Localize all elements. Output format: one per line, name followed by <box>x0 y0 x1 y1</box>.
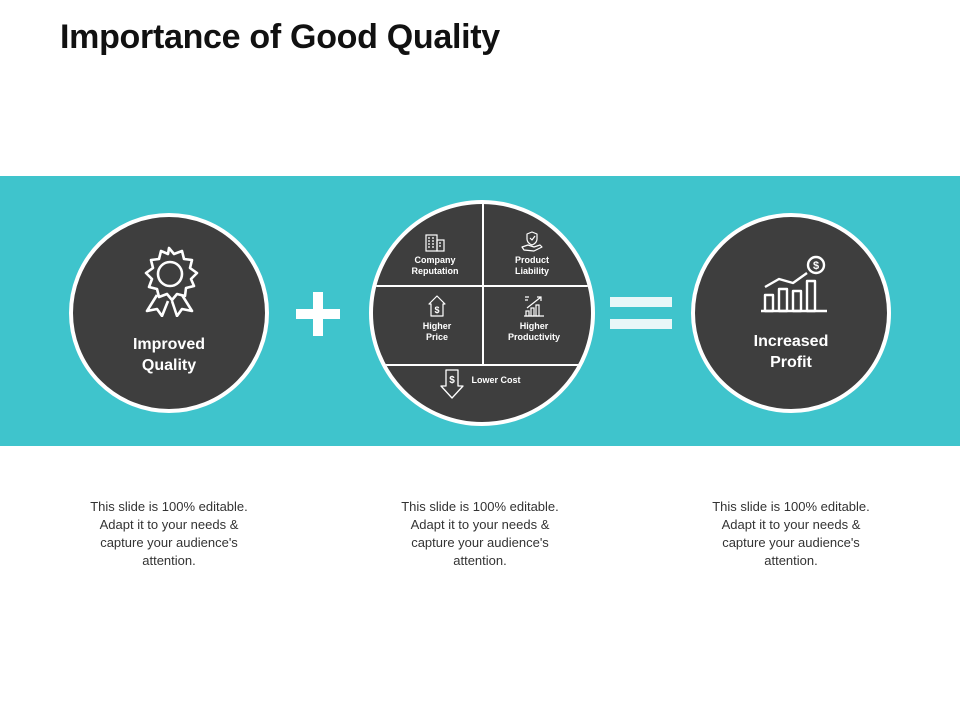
hand-shield-icon <box>521 231 543 252</box>
down-arrow-dollar-icon: $ <box>440 369 464 399</box>
improved-quality-circle: Improved Quality <box>69 213 269 413</box>
increased-profit-label: Increased Profit <box>753 333 829 371</box>
segment-higher-price: $ Higher Price <box>397 294 477 343</box>
profit-chart-icon: $ <box>761 255 827 313</box>
svg-text:$: $ <box>449 375 455 386</box>
bar-chart-arrow-icon <box>524 296 544 317</box>
building-icon <box>425 234 445 252</box>
segment-divider-horizontal-bottom <box>373 364 591 366</box>
svg-text:$: $ <box>434 305 439 315</box>
description-left: This slide is 100% editable. Adapt it to… <box>90 499 248 568</box>
description-middle: This slide is 100% editable. Adapt it to… <box>401 499 559 568</box>
segment-product-liability: Product Liability <box>492 230 572 277</box>
description-right: This slide is 100% editable. Adapt it to… <box>712 499 870 568</box>
segment-company-reputation: Company Reputation <box>395 232 475 277</box>
house-dollar-icon: $ <box>428 295 446 317</box>
segment-lower-cost: $ Lower Cost <box>439 368 549 400</box>
equals-icon <box>610 297 672 329</box>
award-ribbon-icon <box>144 246 199 317</box>
quality-benefits-circle: Company Reputation Product Liability $ H… <box>369 200 595 426</box>
segment-divider-vertical <box>482 204 484 364</box>
segment-higher-productivity: Higher Productivity <box>489 294 579 343</box>
svg-text:$: $ <box>813 260 819 272</box>
page-title: Importance of Good Quality <box>60 18 500 56</box>
plus-icon <box>296 292 340 336</box>
improved-quality-label: Improved Quality <box>132 336 205 374</box>
increased-profit-circle: $ Increased Profit <box>691 213 891 413</box>
segment-divider-horizontal-top <box>373 285 591 287</box>
